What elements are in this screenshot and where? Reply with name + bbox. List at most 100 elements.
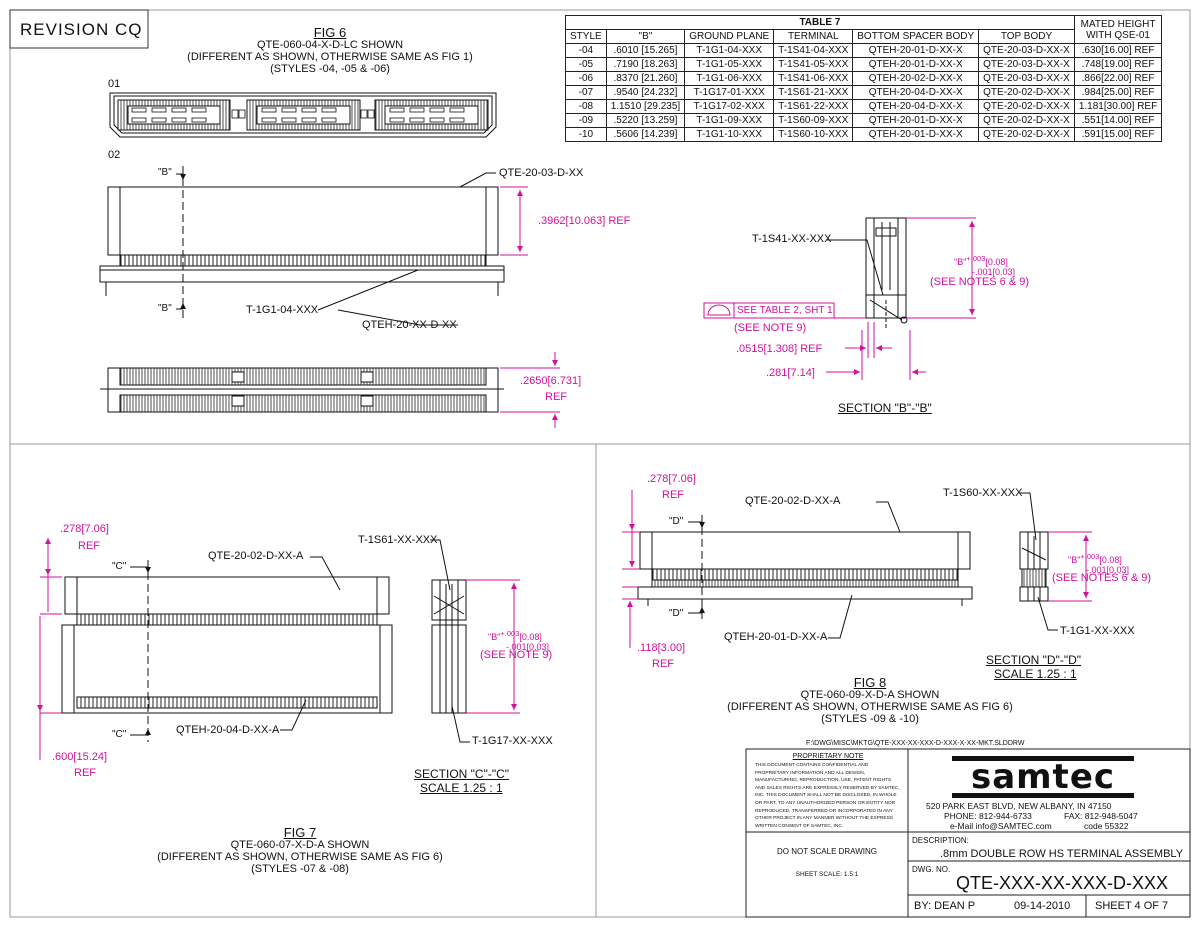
fig7-subtitle-3: (STYLES -07 & -08) xyxy=(251,863,349,875)
table-7-header: TERMINAL xyxy=(773,29,854,44)
fig7-title: FIG 7 xyxy=(283,825,317,840)
fig6-bottom-dim-ref: REF xyxy=(545,391,567,403)
section-d-scale: SCALE 1.25 : 1 xyxy=(994,667,1077,681)
fig7-subtitle-1: QTE-060-07-X-D-A SHOWN xyxy=(230,839,370,851)
section-c-tol-minus: -.001 xyxy=(506,642,527,652)
table-7-cell: T-1G1-04-XXX xyxy=(684,43,775,58)
section-d-tol-plus-mm: [0.08] xyxy=(1099,555,1122,565)
fig8-top-body-callout: QTE-20-02-D-XX-A xyxy=(745,495,841,507)
section-b-notes: (SEE NOTES 6 & 9) xyxy=(930,276,1030,288)
table-7-cell: T-1S41-05-XXX xyxy=(773,57,854,72)
table-7-cell: -06 xyxy=(565,71,607,86)
section-d-dims xyxy=(1048,531,1092,602)
table-7-cell: QTEH-20-01-D-XX-X xyxy=(852,127,980,142)
section-b-see-table: SEE TABLE 2, SHT 1 xyxy=(737,305,833,316)
table-7-cell: .9540 [24.232] xyxy=(605,85,686,100)
section-c-tolerance: "B"+.003[0.08] -.001[0.03] xyxy=(488,629,549,652)
table-7-cell: .984[25.00] REF xyxy=(1073,85,1163,100)
fig7-top-body-callout: QTE-20-02-D-XX-A xyxy=(208,550,304,562)
table-7-cell: 1.1510 [29.235] xyxy=(605,99,686,114)
table-7-cell: .5606 [14.239] xyxy=(605,127,686,142)
company-fax: FAX: 812-948-5047 xyxy=(1064,811,1138,821)
table-7-mated-header-2: WITH QSE-01 xyxy=(1086,29,1150,41)
section-b-tol-minus: -.001 xyxy=(972,267,993,277)
table-7-cell: 1.181[30.00] REF xyxy=(1073,99,1163,114)
proprietary-line: WRITTEN CONSENT OF SAMTEC, INC. xyxy=(755,823,844,829)
section-b-tolerance: "B"+.003[0.08] -.001[0.03] xyxy=(954,254,1015,277)
section-b-tol-minus-mm: [0.03] xyxy=(992,267,1016,277)
fig8-drawing xyxy=(637,501,973,639)
fig8-dims xyxy=(622,490,640,648)
section-b-title: SECTION "B"-"B" xyxy=(838,401,932,415)
company-address: 520 PARK EAST BLVD, NEW ALBANY, IN 47150 xyxy=(926,801,1112,811)
table-7-header: GROUND PLANE xyxy=(684,29,775,44)
samtec-logo: samtec xyxy=(952,756,1134,798)
section-c-drawing xyxy=(430,539,470,743)
table-7-title: TABLE 7 xyxy=(565,15,1075,30)
proprietary-title: PROPRIETARY NOTE xyxy=(792,753,864,760)
fig6-subtitle-1: QTE-060-04-X-D-LC SHOWN xyxy=(256,39,404,51)
company-phone: PHONE: 812-944-6733 xyxy=(944,811,1032,821)
fig6-view-label-01: 01 xyxy=(108,78,121,90)
table-7-cell: .7190 [18.263] xyxy=(605,57,686,72)
section-d-tolerance: "B"+.003[0.08] -.001[0.03] xyxy=(1068,552,1129,575)
table-7-cell: .6010 [15.265] xyxy=(605,43,686,58)
proprietary-text: THIS DOCUMENT CONTAINS CONFIDENTIAL AND … xyxy=(755,762,905,830)
fig7-bottom-dim-ref: REF xyxy=(74,767,96,779)
fig8-bottom-dim-ref: REF xyxy=(652,658,674,670)
sheet-scale: SHEET SCALE: 1.5:1 xyxy=(795,871,859,878)
proprietary-line: OTHER PROJECT IN ANY MANNER WITHOUT THE … xyxy=(755,816,893,822)
table-7-cell: QTE-20-03-D-XX-X xyxy=(978,57,1075,72)
fig7-dims xyxy=(37,538,62,760)
fig8-subtitle-2: (DIFFERENT AS SHOWN, OTHERWISE SAME AS F… xyxy=(727,701,1013,713)
fig8-subtitle-1: QTE-060-09-X-D-A SHOWN xyxy=(800,689,940,701)
file-path: F:\DWG\MISC\MKTG\QTE-XXX-XX-XXX-D-XXX-X-… xyxy=(806,740,1025,747)
fig8-subtitle-3: (STYLES -09 & -10) xyxy=(821,713,919,725)
sheet-number: SHEET 4 OF 7 xyxy=(1095,900,1169,912)
section-b-tol-plus-mm: [0.08] xyxy=(985,257,1008,267)
fig6-section-b-bottom: "B" xyxy=(158,303,172,314)
fig6-bottom-dim: .2650[6.731] xyxy=(520,375,582,387)
table-7-cell: T-1S61-21-XXX xyxy=(773,85,854,100)
fig6-subtitle-3: (STYLES -04, -05 & -06) xyxy=(270,63,390,75)
table-7-cell: T-1G17-02-XXX xyxy=(684,99,775,114)
table-7-cell: QTEH-20-01-D-XX-X xyxy=(852,43,980,58)
table-7-cell: T-1S61-22-XXX xyxy=(773,99,854,114)
table-7-cell: QTEH-20-01-D-XX-X xyxy=(852,57,980,72)
section-d-title: SECTION "D"-"D" xyxy=(986,653,1082,667)
table-7-header: STYLE xyxy=(565,29,607,44)
samtec-logo-text: samtec xyxy=(970,757,1116,797)
table-7-cell: .551[14.00] REF xyxy=(1073,113,1163,128)
section-b-tol-plus: +.003 xyxy=(966,254,986,263)
proprietary-line: OR PART, TO ANY UNAUTHORIZED PERSON OR E… xyxy=(755,800,896,806)
table-7-cell: QTE-20-03-D-XX-X xyxy=(978,71,1075,86)
fig6-side-dim xyxy=(500,186,528,256)
fig6-view-label-02: 02 xyxy=(108,149,121,161)
section-c-note: (SEE NOTE 9) xyxy=(480,649,553,661)
table-7-cell: .5220 [13.259] xyxy=(605,113,686,128)
table-7-mated-header: MATED HEIGHT WITH QSE-01 xyxy=(1073,15,1163,44)
revision-box xyxy=(9,9,149,49)
fig8-title: FIG 8 xyxy=(853,675,887,690)
section-b-drawing xyxy=(827,217,908,330)
section-c-scale: SCALE 1.25 : 1 xyxy=(420,781,503,795)
section-b-dim-2: .281[7.14] xyxy=(766,367,815,379)
section-c-title: SECTION "C"-"C" xyxy=(414,767,510,781)
table-7-cell: QTEH-20-01-D-XX-X xyxy=(852,113,980,128)
fig6-bottom-view xyxy=(100,367,504,413)
table-7-cell: .8370 [21.260] xyxy=(605,71,686,86)
fig8-bottom-dim: .118[3.00] xyxy=(637,642,686,654)
table-7-cell: QTE-20-03-D-XX-X xyxy=(978,43,1075,58)
fig6-ground-callout: T-1G1-04-XXX xyxy=(246,304,319,316)
fig8-section-d-top: "D" xyxy=(669,516,684,527)
table-7-header: BOTTOM SPACER BODY xyxy=(852,29,980,44)
table-7-cell: T-1S60-09-XXX xyxy=(773,113,854,128)
fig6-bottom-dim xyxy=(500,352,560,428)
section-b-dims xyxy=(703,217,976,380)
table-7-mated-header-1: MATED HEIGHT xyxy=(1080,18,1156,30)
fig8-top-dim-ref: REF xyxy=(662,489,684,501)
fig7-spacer-callout: QTEH-20-04-D-XX-A xyxy=(176,724,280,736)
proprietary-line: INC. THIS DOCUMENT SHALL NOT BE DISCLOSE… xyxy=(755,793,897,799)
